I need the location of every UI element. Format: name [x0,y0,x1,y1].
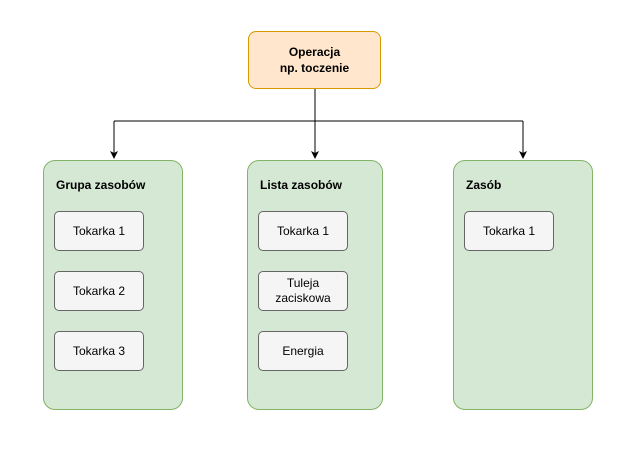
operation-title: Operacja [288,45,341,59]
resource-group-item[interactable]: Tokarka 2 [54,271,144,311]
resource-list-container[interactable]: Lista zasobów Tokarka 1 Tuleja zaciskowa… [247,160,383,410]
resource-list-item[interactable]: Tuleja zaciskowa [258,271,348,311]
resource-group-item[interactable]: Tokarka 1 [54,211,144,251]
operation-example: np. toczenie [279,61,350,75]
single-resource-item[interactable]: Tokarka 1 [464,211,554,251]
resource-list-title: Lista zasobów [260,178,343,192]
resource-list-item[interactable]: Tokarka 1 [258,211,348,251]
operation-node[interactable]: Operacja np. toczenie [248,31,381,89]
single-resource-title: Zasób [466,178,502,192]
resource-group-container[interactable]: Grupa zasobów Tokarka 1 Tokarka 2 Tokark… [43,160,183,410]
resource-group-title: Grupa zasobów [56,178,146,192]
single-resource-container[interactable]: Zasób Tokarka 1 [453,160,593,410]
resource-list-item[interactable]: Energia [258,331,348,371]
resource-group-item[interactable]: Tokarka 3 [54,331,144,371]
